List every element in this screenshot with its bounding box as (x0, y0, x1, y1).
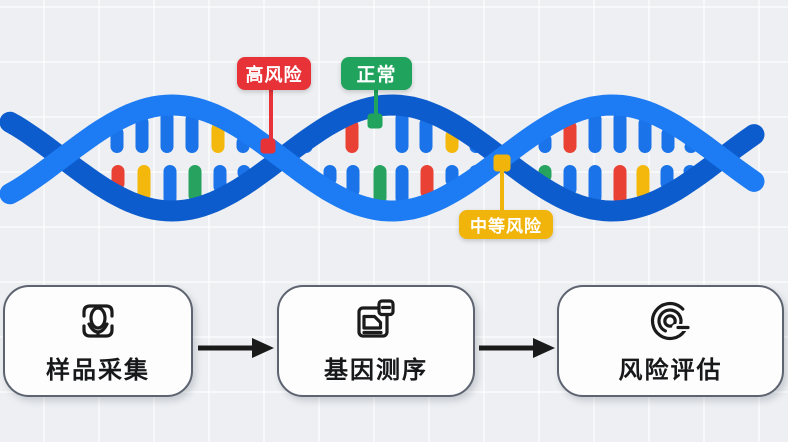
step-label: 样品采集 (46, 357, 150, 384)
dna-rung-green (373, 165, 387, 205)
step-risk-assessment: 风险评估 (557, 285, 784, 397)
dna-rung-blue (638, 116, 652, 153)
dna-rung-blue (395, 165, 409, 205)
dna-rung-yellow (211, 122, 225, 153)
annotation-node-high-risk (260, 138, 276, 154)
risk-badge-high: 高风险 (237, 57, 311, 90)
dna-rung-red (345, 119, 359, 153)
dna-rung-red (563, 120, 577, 153)
dna-rung-blue (160, 111, 174, 153)
annotation-node-normal (367, 113, 383, 129)
dna-rung-blue (346, 165, 360, 197)
dna-rung-blue (588, 165, 602, 204)
dna-strand-back (0, 94, 765, 222)
dna-strand-front (0, 94, 765, 222)
dna-rungs (110, 111, 698, 205)
dna-rung-blue (163, 165, 177, 205)
step-label: 风险评估 (618, 357, 723, 384)
dna-rung-blue (135, 115, 149, 153)
dna-rung-red (420, 165, 434, 199)
dna-rung-blue (395, 111, 409, 153)
flow-arrow-right-icon (196, 337, 276, 359)
document-copy-icon (352, 297, 400, 345)
dna-rung-blue (419, 117, 433, 153)
dna-rung-yellow (636, 165, 650, 200)
step-label: 基因测序 (324, 357, 428, 384)
step-gene-sequencing: 基因测序 (277, 285, 475, 397)
dna-rung-yellow (137, 165, 151, 201)
dna-rung-blue (563, 165, 577, 196)
dna-rung-blue (185, 113, 199, 153)
dna-rung-green (188, 165, 202, 203)
dna-rung-red (613, 165, 627, 205)
step-sample-collection: 样品采集 (3, 285, 193, 397)
risk-badge-medium: 中等风险 (459, 210, 553, 239)
risk-badge-normal: 正常 (341, 57, 412, 90)
radar-scan-icon (647, 297, 695, 345)
swab-frame-icon (74, 297, 122, 345)
dna-rung-blue (613, 111, 627, 153)
flow-arrow-right-icon (477, 337, 557, 359)
dna-rung-blue (588, 112, 602, 153)
annotation-node-medium-risk (493, 154, 511, 172)
